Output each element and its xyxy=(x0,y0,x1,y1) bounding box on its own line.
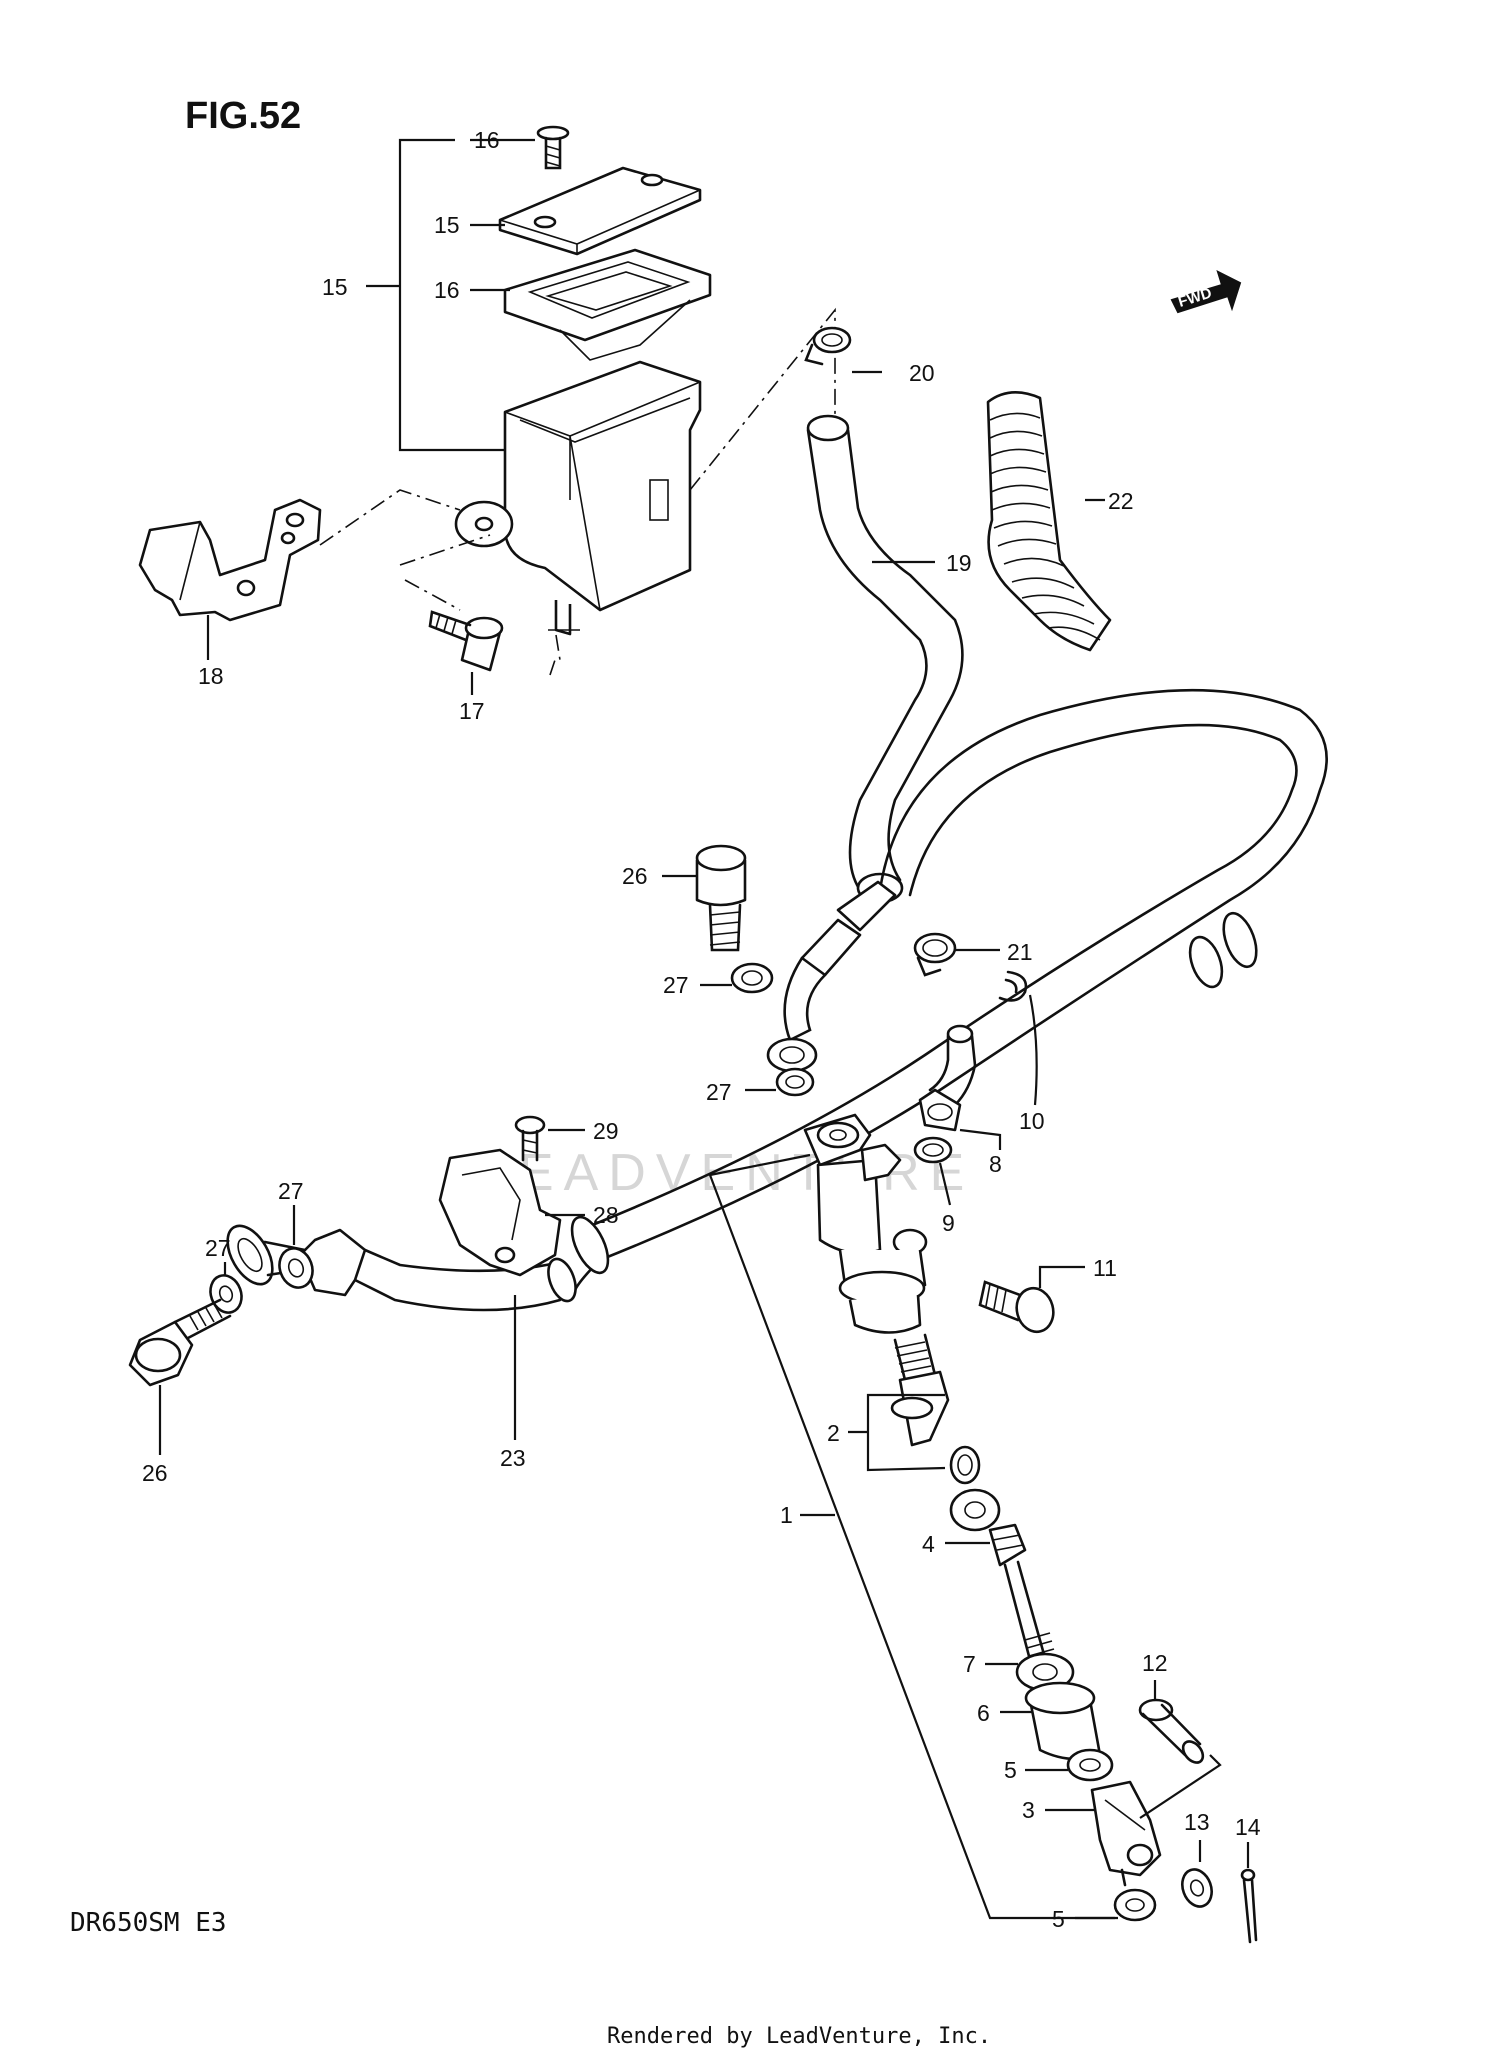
render-credit: Rendered by LeadVenture, Inc. xyxy=(607,2024,991,2049)
callout-17: 15 xyxy=(434,212,460,238)
callout-27-upper-1: 27 xyxy=(663,972,689,998)
hose-protector xyxy=(986,391,1112,652)
reservoir-mounting-bracket xyxy=(138,498,322,622)
callout-labels: 16 15 15 16 20 22 19 18 17 26 21 27 27 1… xyxy=(142,127,1261,1932)
hose-guide-clamp xyxy=(438,1148,562,1277)
callout-27-upper-2: 27 xyxy=(706,1079,732,1105)
clevis-nut-upper xyxy=(1066,1748,1114,1782)
callout-5-upper: 5 xyxy=(1004,1757,1017,1783)
callout-18: 16 xyxy=(474,127,500,153)
centerline-outlet xyxy=(689,307,836,491)
connector-o-ring xyxy=(913,1136,953,1164)
centerline-bracket xyxy=(319,489,461,546)
callout-13: 13 xyxy=(1184,1809,1210,1835)
hose-clamp-23 xyxy=(913,932,957,977)
leader-8 xyxy=(959,1128,1002,1150)
gasket-washer-upper-2 xyxy=(775,1067,815,1097)
boot-seal xyxy=(949,1488,1001,1532)
callout-24: 22 xyxy=(1108,488,1134,514)
gasket-washer-upper-1 xyxy=(730,962,774,994)
master-cylinder-mounting-bolt xyxy=(978,1280,1055,1334)
upper-hose-fitting xyxy=(766,880,897,1073)
callout-12: 12 xyxy=(1142,1650,1168,1676)
clevis-pin-washer xyxy=(1181,1868,1213,1908)
callout-9: 9 xyxy=(942,1210,955,1236)
assembly-bracket-1 xyxy=(708,1153,1118,1920)
clevis-nut-lower xyxy=(1113,1888,1157,1922)
push-rod-adjuster xyxy=(1024,1681,1102,1761)
callout-29: 29 xyxy=(593,1118,619,1144)
callout-25: 23 xyxy=(500,1445,526,1471)
callout-14: 14 xyxy=(1235,1814,1261,1840)
leader-9 xyxy=(938,1162,952,1206)
callout-21: 19 xyxy=(946,550,972,576)
callout-8: 8 xyxy=(989,1151,1002,1177)
pin-insertion-guide xyxy=(1139,1754,1222,1819)
reservoir-body xyxy=(454,360,702,636)
callout-26-lower: 26 xyxy=(142,1460,168,1486)
hose-guide-screw xyxy=(514,1115,546,1162)
hose-connector xyxy=(918,1024,977,1132)
callout-4: 4 xyxy=(922,1531,935,1557)
brake-hose-assembly xyxy=(226,688,1328,1312)
reservoir-diaphragm xyxy=(503,248,712,361)
callout-27-lower-2: 27 xyxy=(205,1235,231,1261)
callout-23: 21 xyxy=(1007,939,1033,965)
clevis-pin xyxy=(1138,1698,1205,1764)
master-cylinder-body xyxy=(803,1113,928,1334)
callout-3: 3 xyxy=(1022,1797,1035,1823)
assembly-bracket-15 xyxy=(398,138,505,452)
push-rod xyxy=(988,1523,1055,1662)
model-code: DR650SM E3 xyxy=(70,1908,227,1938)
piston-set xyxy=(890,1333,981,1485)
cotter-pin xyxy=(1240,1868,1258,1944)
callout-10: 10 xyxy=(1019,1108,1045,1134)
fwd-arrow-icon: FWD xyxy=(1170,270,1242,314)
union-bolt-upper xyxy=(695,844,747,952)
figure-title: FIG.52 xyxy=(185,95,301,137)
union-bolt-lower xyxy=(128,1298,232,1387)
reservoir-mounting-bolt xyxy=(428,610,504,672)
callout-6: 6 xyxy=(977,1700,990,1726)
hose-clamp-22 xyxy=(804,326,852,366)
leader-11 xyxy=(1038,1265,1085,1288)
callout-15: 15 xyxy=(322,274,348,300)
callout-7: 7 xyxy=(963,1651,976,1677)
callout-11: 11 xyxy=(1093,1255,1117,1281)
centerline-bolt xyxy=(399,534,491,566)
leader-10 xyxy=(1028,994,1038,1106)
callout-27-lower-1: 27 xyxy=(278,1178,304,1204)
callout-1: 1 xyxy=(780,1502,793,1528)
callout-28: 28 xyxy=(593,1202,619,1228)
push-rod-clevis xyxy=(1090,1780,1162,1887)
gasket-washer-lower-1 xyxy=(278,1247,314,1289)
callout-5-lower: 5 xyxy=(1052,1906,1065,1932)
callout-26-upper: 26 xyxy=(622,863,648,889)
callout-2: 2 xyxy=(827,1420,840,1446)
reservoir-cap xyxy=(498,166,702,256)
callout-19: 17 xyxy=(459,698,485,724)
watermark: LEADVENTURE xyxy=(480,1144,974,1202)
callout-22: 20 xyxy=(909,360,935,386)
reservoir-cap-screw xyxy=(536,125,570,170)
callout-20: 18 xyxy=(198,663,224,689)
centerline-lower xyxy=(404,579,561,676)
gasket-washer-lower-2 xyxy=(209,1274,243,1314)
callout-16: 16 xyxy=(434,277,460,303)
reservoir-hose-clip xyxy=(998,970,1028,1002)
